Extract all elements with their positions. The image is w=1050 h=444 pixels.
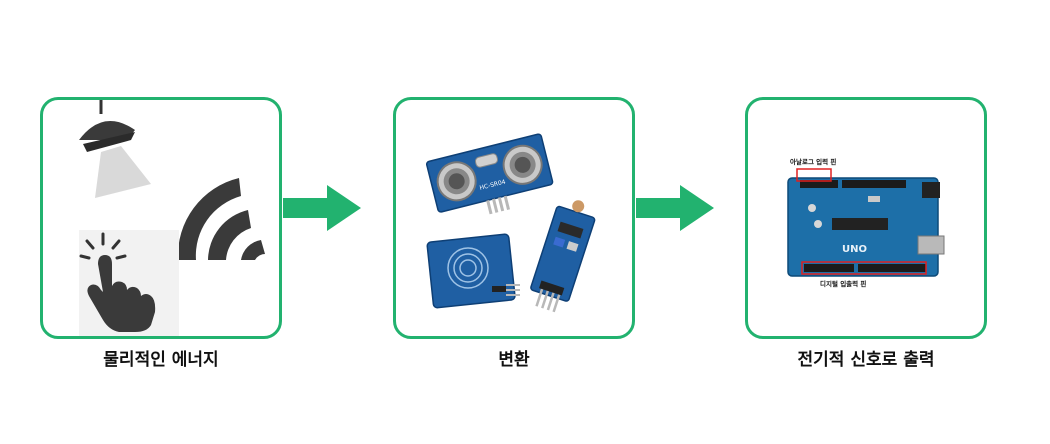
arduino-illustration: 아날로그 입력 핀 UNO 디지털 입출력 핀 bbox=[787, 157, 945, 288]
light-sensor-module bbox=[530, 200, 596, 313]
analog-pins-highlight bbox=[796, 168, 832, 182]
touch-hand-icon bbox=[79, 230, 179, 336]
stage-caption-physical-energy: 물리적인 에너지 bbox=[103, 350, 219, 370]
signal-waves-icon bbox=[177, 178, 265, 260]
lamp-icon bbox=[79, 100, 151, 198]
board-text: UNO bbox=[842, 244, 867, 255]
digital-pins-highlight bbox=[801, 261, 927, 275]
conversion-panel: HC-SR04 bbox=[393, 97, 635, 339]
electrical-output-panel: 아날로그 입력 핀 UNO 디지털 입출력 핀 bbox=[745, 97, 987, 339]
right-arrow-icon bbox=[636, 185, 714, 231]
ultrasonic-sensor: HC-SR04 bbox=[425, 133, 554, 215]
right-arrow-icon bbox=[283, 185, 361, 231]
physical-energy-panel bbox=[40, 97, 282, 339]
stage-caption-electrical-output: 전기적 신호로 출력 bbox=[797, 350, 935, 370]
digital-pins-label: 디지털 입출력 핀 bbox=[820, 279, 866, 288]
touch-sensor bbox=[426, 233, 520, 309]
physical-energy-illustration bbox=[79, 100, 265, 336]
arduino-board: UNO bbox=[787, 177, 945, 277]
stage-caption-conversion: 변환 bbox=[498, 350, 530, 370]
sensors-illustration: HC-SR04 bbox=[425, 133, 596, 313]
analog-pins-label: 아날로그 입력 핀 bbox=[790, 157, 836, 166]
